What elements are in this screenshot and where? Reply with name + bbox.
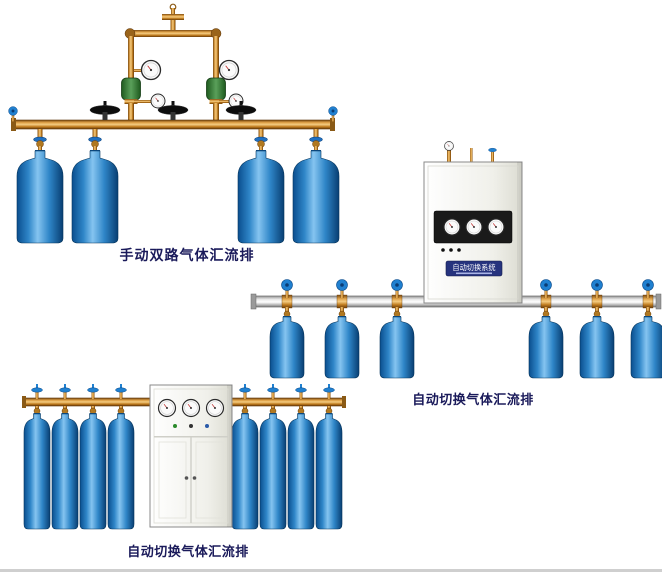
control-cabinet: 自动切换系统	[423, 141, 523, 304]
gas-cylinder	[237, 149, 285, 244]
cylinder-cap	[31, 383, 43, 400]
gas-cylinder	[23, 412, 51, 530]
indicator-light	[441, 248, 445, 252]
gas-cylinder	[107, 412, 135, 530]
cylinder-cap	[295, 383, 307, 400]
indicator-light	[205, 424, 209, 428]
header-bar	[127, 30, 219, 37]
pipe-end-cap	[8, 106, 18, 122]
cylinder-valve	[254, 128, 268, 153]
cylinder-connections	[23, 406, 343, 530]
gas-cylinder	[16, 149, 64, 244]
valve-handle	[488, 147, 497, 152]
name-plate	[445, 260, 503, 277]
gas-cylinder	[259, 412, 287, 530]
auto-switch-manifold-wall-illustration: 自动切换系统	[250, 141, 662, 379]
gas-cylinder	[630, 315, 662, 379]
auto-switch-manifold-floor-illustration	[22, 383, 346, 530]
pressure-gauge	[444, 141, 454, 151]
pipe-end-cap	[328, 106, 338, 122]
pressure-gauge	[205, 398, 225, 418]
riser-pipe	[213, 36, 219, 80]
product-caption-auto-floor: 自动切换气体汇流排	[127, 544, 249, 559]
cylinder-cap	[267, 383, 279, 400]
gas-cylinder	[287, 412, 315, 530]
product-caption-auto-wall: 自动切换气体汇流排	[412, 392, 534, 407]
valve-handwheel	[89, 100, 121, 121]
cylinder-cap	[87, 383, 99, 400]
regulator-stations	[121, 59, 244, 120]
cylinder-valve	[88, 128, 102, 153]
cylinder-cap	[323, 383, 335, 400]
cylinder-connections	[269, 307, 662, 379]
cylinder-connections	[33, 128, 323, 153]
pressure-gauge	[487, 218, 505, 236]
cylinder-cap	[59, 383, 71, 400]
gas-cylinder	[528, 315, 564, 379]
riser-pipe	[128, 36, 134, 80]
cylinder-cap	[115, 383, 127, 400]
cylinder-valve	[309, 128, 323, 153]
gas-cylinder	[579, 315, 615, 379]
cylinder-valve	[283, 307, 652, 318]
pressure-regulator	[206, 77, 226, 101]
pressure-gauge	[181, 398, 201, 418]
pressure-gauge	[157, 398, 177, 418]
pressure-gauge	[465, 218, 483, 236]
cabinet-door	[158, 441, 187, 519]
gas-cylinder	[379, 315, 415, 379]
gas-cylinder	[269, 315, 305, 379]
cylinder-valve	[33, 406, 333, 415]
bottom-divider	[0, 569, 662, 572]
manual-dual-manifold-illustration	[8, 3, 340, 244]
gas-cylinder	[324, 315, 360, 379]
indicator-light	[173, 424, 177, 428]
pressure-gauge	[150, 93, 166, 109]
product-caption-manual-dual: 手动双路气体汇流排	[119, 247, 255, 263]
indicator-light	[189, 424, 193, 428]
gas-cylinder	[292, 149, 340, 244]
header-pipe-assembly	[124, 3, 222, 80]
pressure-gauge	[140, 59, 162, 81]
top-tee-fitting	[162, 14, 184, 20]
cylinder-cap	[239, 383, 251, 400]
control-cabinet	[149, 384, 233, 528]
indicator-light	[449, 248, 453, 252]
indicator-light	[457, 248, 461, 252]
gas-cylinder	[71, 149, 119, 244]
pressure-gauge	[443, 218, 461, 236]
main-manifold-pipe	[8, 100, 338, 131]
pressure-regulator	[121, 77, 141, 101]
gas-cylinder	[231, 412, 259, 530]
gas-cylinder	[51, 412, 79, 530]
cylinder-valve	[33, 128, 47, 153]
gas-cylinder	[79, 412, 107, 530]
cabinet-label: 自动切换系统	[452, 263, 495, 272]
gas-cylinder	[315, 412, 343, 530]
cabinet-door	[195, 441, 224, 519]
door-handle	[184, 476, 189, 480]
gas-cylinders	[16, 149, 340, 244]
pressure-gauge	[218, 59, 240, 81]
door-handle	[192, 476, 197, 480]
